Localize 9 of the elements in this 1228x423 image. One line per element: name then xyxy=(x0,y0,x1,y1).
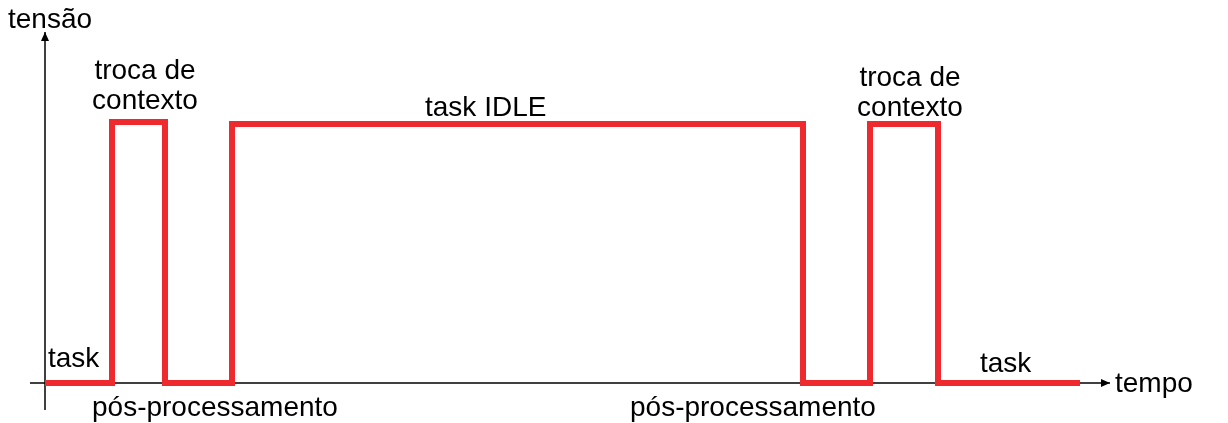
phase-label: pós-processamento xyxy=(92,392,338,422)
phase-label: pós-processamento xyxy=(630,392,876,422)
phase-label: troca de contexto xyxy=(856,62,964,122)
phase-label: task xyxy=(48,343,100,373)
phase-label: task IDLE xyxy=(425,92,547,122)
phase-label: troca de contexto xyxy=(91,55,199,115)
phase-label: task xyxy=(980,348,1032,378)
axis-label: tempo xyxy=(1115,368,1193,398)
axis-label: tensão xyxy=(8,4,93,34)
